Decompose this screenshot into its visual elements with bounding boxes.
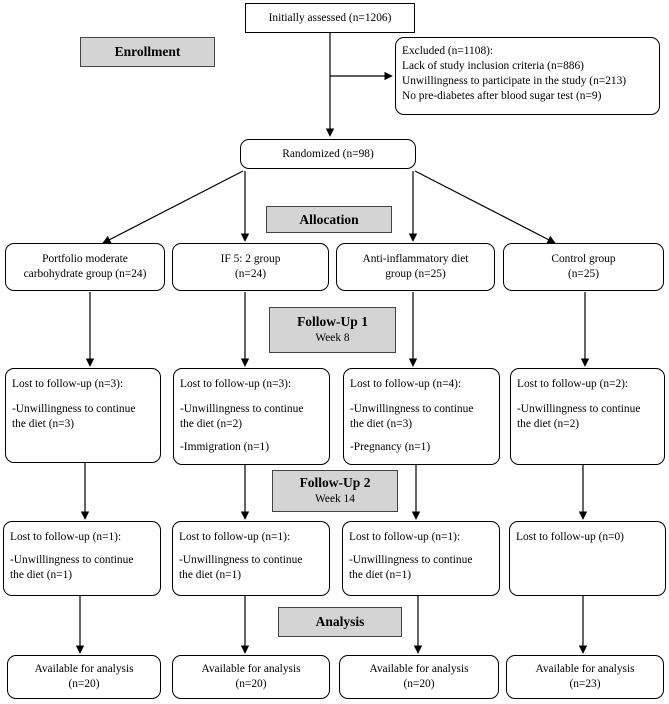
followup1-box-if52: Lost to follow-up (n=3): -Unwillingness … bbox=[173, 368, 330, 465]
analysis-label: Analysis bbox=[278, 607, 402, 637]
analysis-box-portfolio: Available for analysis (n=20) bbox=[7, 655, 161, 699]
enrollment-label: Enrollment bbox=[80, 37, 215, 67]
followup2-reason-line2: the diet (n=1) bbox=[179, 569, 242, 581]
excluded-box: Excluded (n=1108): Lack of study inclusi… bbox=[395, 37, 660, 115]
followup2-label: Follow-Up 2 Week 14 bbox=[272, 470, 398, 512]
excluded-title: Excluded (n=1108): bbox=[402, 45, 494, 57]
followup1-label: Follow-Up 1 Week 8 bbox=[269, 307, 396, 353]
arrow-to-group-portfolio bbox=[102, 170, 244, 244]
followup2-reason-line1: -Unwillingness to continue bbox=[10, 554, 134, 566]
followup2-lost-title: Lost to follow-up (n=1): bbox=[349, 531, 461, 543]
followup1-reason-other: -Immigration (n=1) bbox=[180, 441, 269, 453]
randomized-box: Randomized (n=98) bbox=[240, 139, 416, 169]
excluded-reason-no-prediabetes: No pre-diabetes after blood sugar test (… bbox=[402, 90, 602, 102]
followup2-lost-title: Lost to follow-up (n=0) bbox=[516, 531, 624, 543]
analysis-box-anti-inflammatory: Available for analysis (n=20) bbox=[339, 655, 499, 699]
arrow-to-group-control bbox=[414, 170, 556, 244]
excluded-reason-unwilling: Unwillingness to participate in the stud… bbox=[402, 75, 627, 87]
followup1-box-control: Lost to follow-up (n=2): -Unwillingness … bbox=[510, 368, 665, 465]
analysis-line1: Available for analysis bbox=[34, 663, 134, 675]
analysis-line2: (n=20) bbox=[235, 678, 267, 690]
analysis-line1: Available for analysis bbox=[535, 663, 635, 675]
group-name-line2: group (n=25) bbox=[385, 268, 446, 280]
followup2-lost-title: Lost to follow-up (n=1): bbox=[179, 531, 291, 543]
followup1-reason-line1: -Unwillingness to continue bbox=[350, 403, 474, 415]
followup2-box-anti-inflammatory: Lost to follow-up (n=1): -Unwillingness … bbox=[342, 521, 500, 596]
followup1-box-portfolio: Lost to follow-up (n=3): -Unwillingness … bbox=[5, 368, 161, 463]
analysis-line2: (n=23) bbox=[569, 678, 601, 690]
randomized-text: Randomized (n=98) bbox=[282, 147, 374, 160]
followup1-reason-line2: the diet (n=2) bbox=[180, 418, 243, 430]
followup1-lost-title: Lost to follow-up (n=3): bbox=[12, 378, 124, 390]
group-name-line2: (n=25) bbox=[567, 268, 600, 280]
group-box-portfolio: Portfolio moderate carbohydrate group (n… bbox=[5, 243, 165, 291]
followup2-reason-line2: the diet (n=1) bbox=[349, 569, 412, 581]
allocation-label-text: Allocation bbox=[299, 211, 359, 227]
followup2-reason-line2: the diet (n=1) bbox=[10, 569, 73, 581]
analysis-line1: Available for analysis bbox=[201, 663, 301, 675]
followup2-reason-line1: -Unwillingness to continue bbox=[179, 554, 303, 566]
analysis-line1: Available for analysis bbox=[369, 663, 469, 675]
followup1-title: Follow-Up 1 bbox=[297, 314, 368, 329]
followup1-reason-line1: -Unwillingness to continue bbox=[180, 403, 304, 415]
followup2-box-portfolio: Lost to follow-up (n=1): -Unwillingness … bbox=[3, 521, 161, 596]
followup2-subtitle: Week 14 bbox=[315, 493, 355, 505]
followup1-reason-line2: the diet (n=2) bbox=[517, 418, 580, 430]
group-box-if52: IF 5: 2 group (n=24) bbox=[172, 243, 329, 291]
followup2-lost-title: Lost to follow-up (n=1): bbox=[10, 531, 122, 543]
followup1-lost-title: Lost to follow-up (n=4): bbox=[350, 378, 462, 390]
followup1-reason-other: -Pregnancy (n=1) bbox=[350, 441, 431, 453]
analysis-box-if52: Available for analysis (n=20) bbox=[172, 655, 330, 699]
analysis-line2: (n=20) bbox=[68, 678, 100, 690]
enrollment-label-text: Enrollment bbox=[114, 44, 181, 59]
analysis-line2: (n=20) bbox=[403, 678, 435, 690]
followup1-subtitle: Week 8 bbox=[315, 332, 350, 344]
group-name-line1: Anti-inflammatory diet bbox=[362, 253, 469, 265]
analysis-label-text: Analysis bbox=[315, 614, 365, 629]
followup1-reason-line1: -Unwillingness to continue bbox=[12, 403, 136, 415]
followup2-box-if52: Lost to follow-up (n=1): -Unwillingness … bbox=[172, 521, 330, 596]
initially-assessed-text: Initially assessed (n=1206) bbox=[268, 11, 392, 24]
initially-assessed-box: Initially assessed (n=1206) bbox=[245, 3, 415, 33]
group-name-line1: Portfolio moderate bbox=[42, 253, 128, 265]
followup1-lost-title: Lost to follow-up (n=3): bbox=[180, 378, 292, 390]
followup1-reason-line1: -Unwillingness to continue bbox=[517, 403, 641, 415]
followup1-box-anti-inflammatory: Lost to follow-up (n=4): -Unwillingness … bbox=[343, 368, 500, 465]
group-name-line2: carbohydrate group (n=24) bbox=[23, 268, 147, 280]
followup1-reason-line2: the diet (n=3) bbox=[350, 418, 413, 430]
followup2-reason-line1: -Unwillingness to continue bbox=[349, 554, 473, 566]
group-box-control: Control group (n=25) bbox=[503, 243, 664, 291]
group-name-line1: IF 5: 2 group bbox=[220, 253, 281, 265]
followup2-title: Follow-Up 2 bbox=[299, 475, 371, 490]
followup2-box-control: Lost to follow-up (n=0) bbox=[509, 521, 666, 596]
excluded-reason-inclusion: Lack of study inclusion criteria (n=886) bbox=[402, 60, 584, 72]
group-name-line2: (n=24) bbox=[234, 268, 267, 280]
followup1-reason-line2: the diet (n=3) bbox=[12, 418, 75, 430]
group-name-line1: Control group bbox=[551, 253, 616, 265]
followup1-lost-title: Lost to follow-up (n=2): bbox=[517, 378, 629, 390]
allocation-label: Allocation bbox=[266, 206, 392, 233]
analysis-box-control: Available for analysis (n=23) bbox=[506, 655, 664, 699]
group-box-anti-inflammatory: Anti-inflammatory diet group (n=25) bbox=[336, 243, 495, 291]
